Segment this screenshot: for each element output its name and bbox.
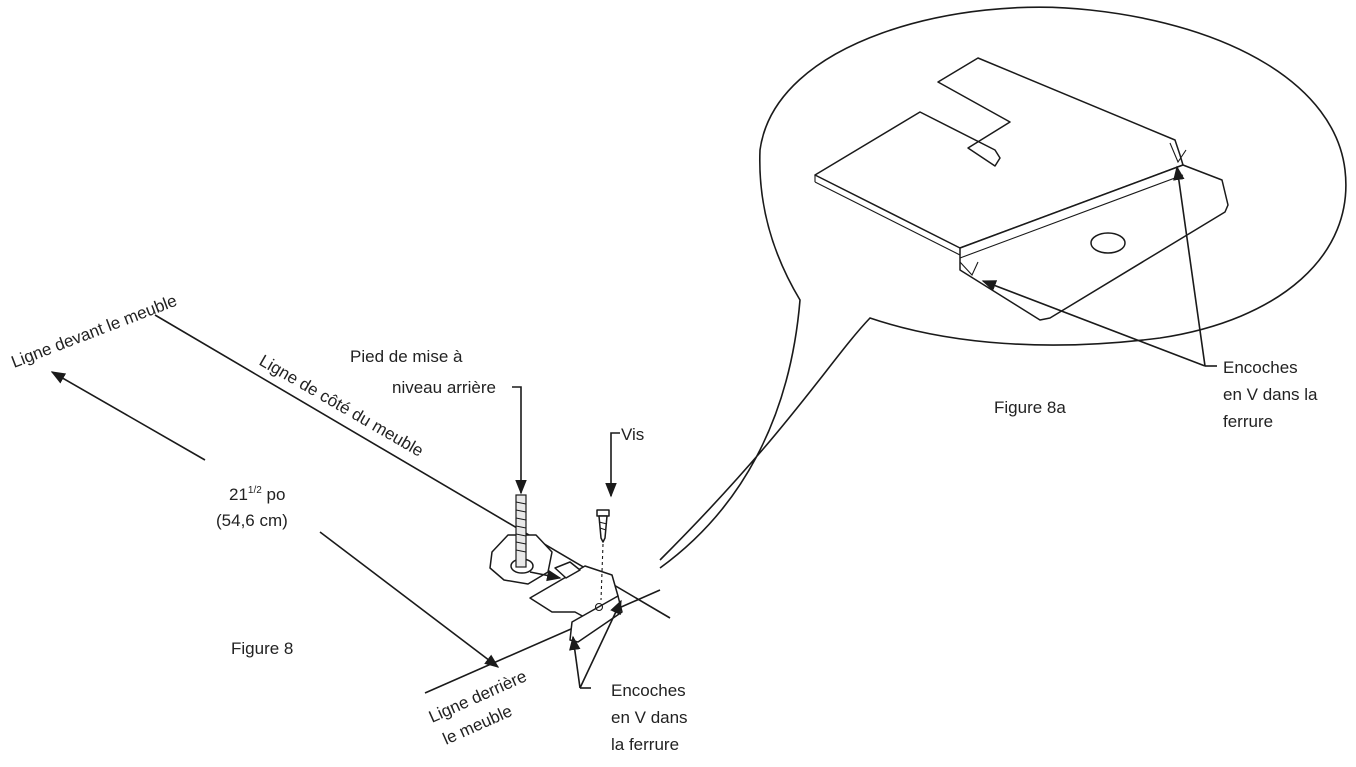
screw-label: Vis bbox=[621, 425, 644, 444]
dimension-metric-label: (54,6 cm) bbox=[216, 511, 288, 530]
notches-bottom-label-3: la ferrure bbox=[611, 735, 679, 754]
foot-leader bbox=[512, 386, 527, 495]
leveling-foot-label-1: Pied de mise à bbox=[350, 347, 463, 366]
side-line-label: Ligne de côté du meuble bbox=[256, 351, 427, 461]
notch-arrow-bottom-left bbox=[569, 635, 581, 689]
figure-8-caption: Figure 8 bbox=[231, 639, 293, 658]
foot-to-slot-arrow bbox=[529, 569, 562, 582]
notches-detail-label-2: en V dans la bbox=[1223, 385, 1318, 404]
notch-arrow-bottom-right bbox=[579, 599, 622, 689]
notch-arrow-detail-right bbox=[1173, 165, 1206, 367]
leveling-foot bbox=[489, 494, 553, 585]
notch-arrow-detail-left bbox=[981, 280, 1206, 367]
figure-8a-caption: Figure 8a bbox=[994, 398, 1066, 417]
dimension-arrow-lower bbox=[319, 531, 500, 668]
dimension-label: 211/2 po bbox=[229, 485, 285, 504]
bracket-detail bbox=[814, 57, 1229, 321]
dimension-arrow-upper bbox=[50, 371, 206, 461]
leveling-foot-label-2: niveau arrière bbox=[392, 378, 496, 397]
notches-detail-label-1: Encoches bbox=[1223, 358, 1298, 377]
screw-leader bbox=[605, 432, 620, 498]
front-line-label: Ligne devant le meuble bbox=[9, 291, 180, 372]
notches-bottom-label-2: en V dans bbox=[611, 708, 688, 727]
notches-detail-label-3: ferrure bbox=[1223, 412, 1273, 431]
screw bbox=[596, 509, 610, 543]
detail-callout-bubble bbox=[659, 6, 1347, 569]
notches-bottom-label-1: Encoches bbox=[611, 681, 686, 700]
anti-tip-bracket bbox=[529, 561, 623, 643]
